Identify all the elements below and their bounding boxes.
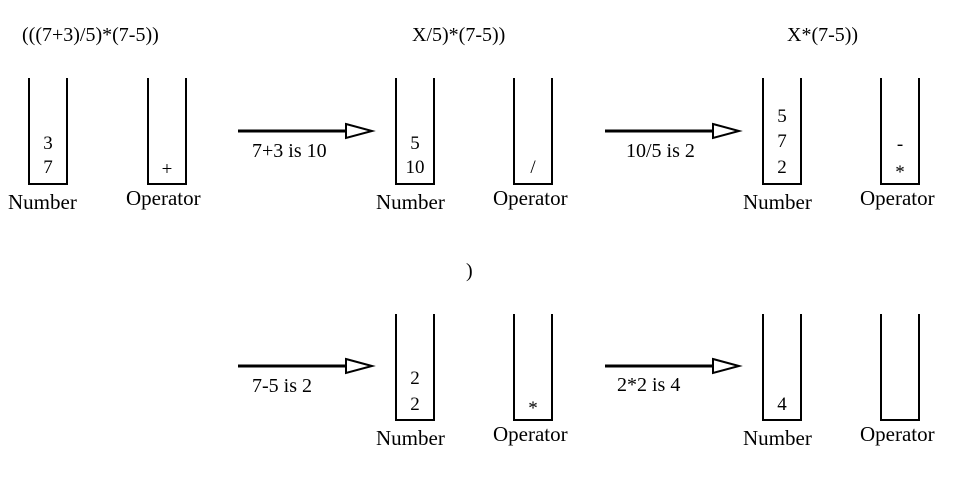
number-stack-3-item-1: 5 [777, 106, 787, 127]
arrow-2-label: 10/5 is 2 [626, 140, 695, 162]
number-label-3: Number [743, 190, 812, 214]
operator-stack-4-item-1: * [528, 398, 538, 419]
expression-stage-1: (((7+3)/5)*(7-5)) [22, 24, 159, 46]
operator-stack-5 [880, 314, 920, 421]
number-stack-5-item-1: 4 [777, 394, 787, 415]
number-label-5: Number [743, 426, 812, 450]
number-stack-2-item-1: 5 [410, 133, 420, 154]
arrow-1 [238, 122, 376, 140]
number-stack-1-item-2: 7 [43, 157, 53, 178]
operator-label-3: Operator [860, 186, 935, 210]
operator-stack-3 [880, 78, 920, 185]
operator-stack-2 [513, 78, 553, 185]
number-stack-4 [395, 314, 435, 421]
operator-stack-3-item-2: * [895, 162, 905, 183]
number-label-4: Number [376, 426, 445, 450]
operator-label-2: Operator [493, 186, 568, 210]
number-stack-3-item-2: 7 [777, 131, 787, 152]
operator-label-1: Operator [126, 186, 201, 210]
arrow-2 [605, 122, 743, 140]
arrow-4-label: 2*2 is 4 [617, 374, 681, 396]
arrow-3 [238, 357, 376, 375]
expression-stage-3: X*(7-5)) [787, 24, 859, 46]
number-stack-4-item-2: 2 [410, 394, 420, 415]
arrow-4 [605, 357, 743, 375]
number-stack-4-item-1: 2 [410, 368, 420, 389]
number-stack-1-item-1: 3 [43, 133, 53, 154]
arrow-3-label: 7-5 is 2 [252, 375, 312, 397]
number-stack-5 [762, 314, 802, 421]
number-stack-3 [762, 78, 802, 185]
operator-stack-1 [147, 78, 187, 185]
operator-stack-1-item-1: + [161, 159, 173, 180]
number-stack-3-item-3: 2 [777, 157, 787, 178]
operator-stack-2-item-1: / [530, 157, 536, 178]
number-stack-2-item-2: 10 [405, 157, 425, 178]
expression-stage-4: ) [466, 260, 473, 282]
operator-stack-3-item-1: - [896, 134, 904, 155]
operator-stack-4 [513, 314, 553, 421]
expression-stage-2: X/5)*(7-5)) [412, 24, 506, 46]
arrow-1-label: 7+3 is 10 [252, 140, 327, 162]
operator-label-4: Operator [493, 422, 568, 446]
number-stack-1 [28, 78, 68, 185]
number-label-2: Number [376, 190, 445, 214]
operator-label-5: Operator [860, 422, 935, 446]
number-stack-2 [395, 78, 435, 185]
number-label-1: Number [8, 190, 77, 214]
